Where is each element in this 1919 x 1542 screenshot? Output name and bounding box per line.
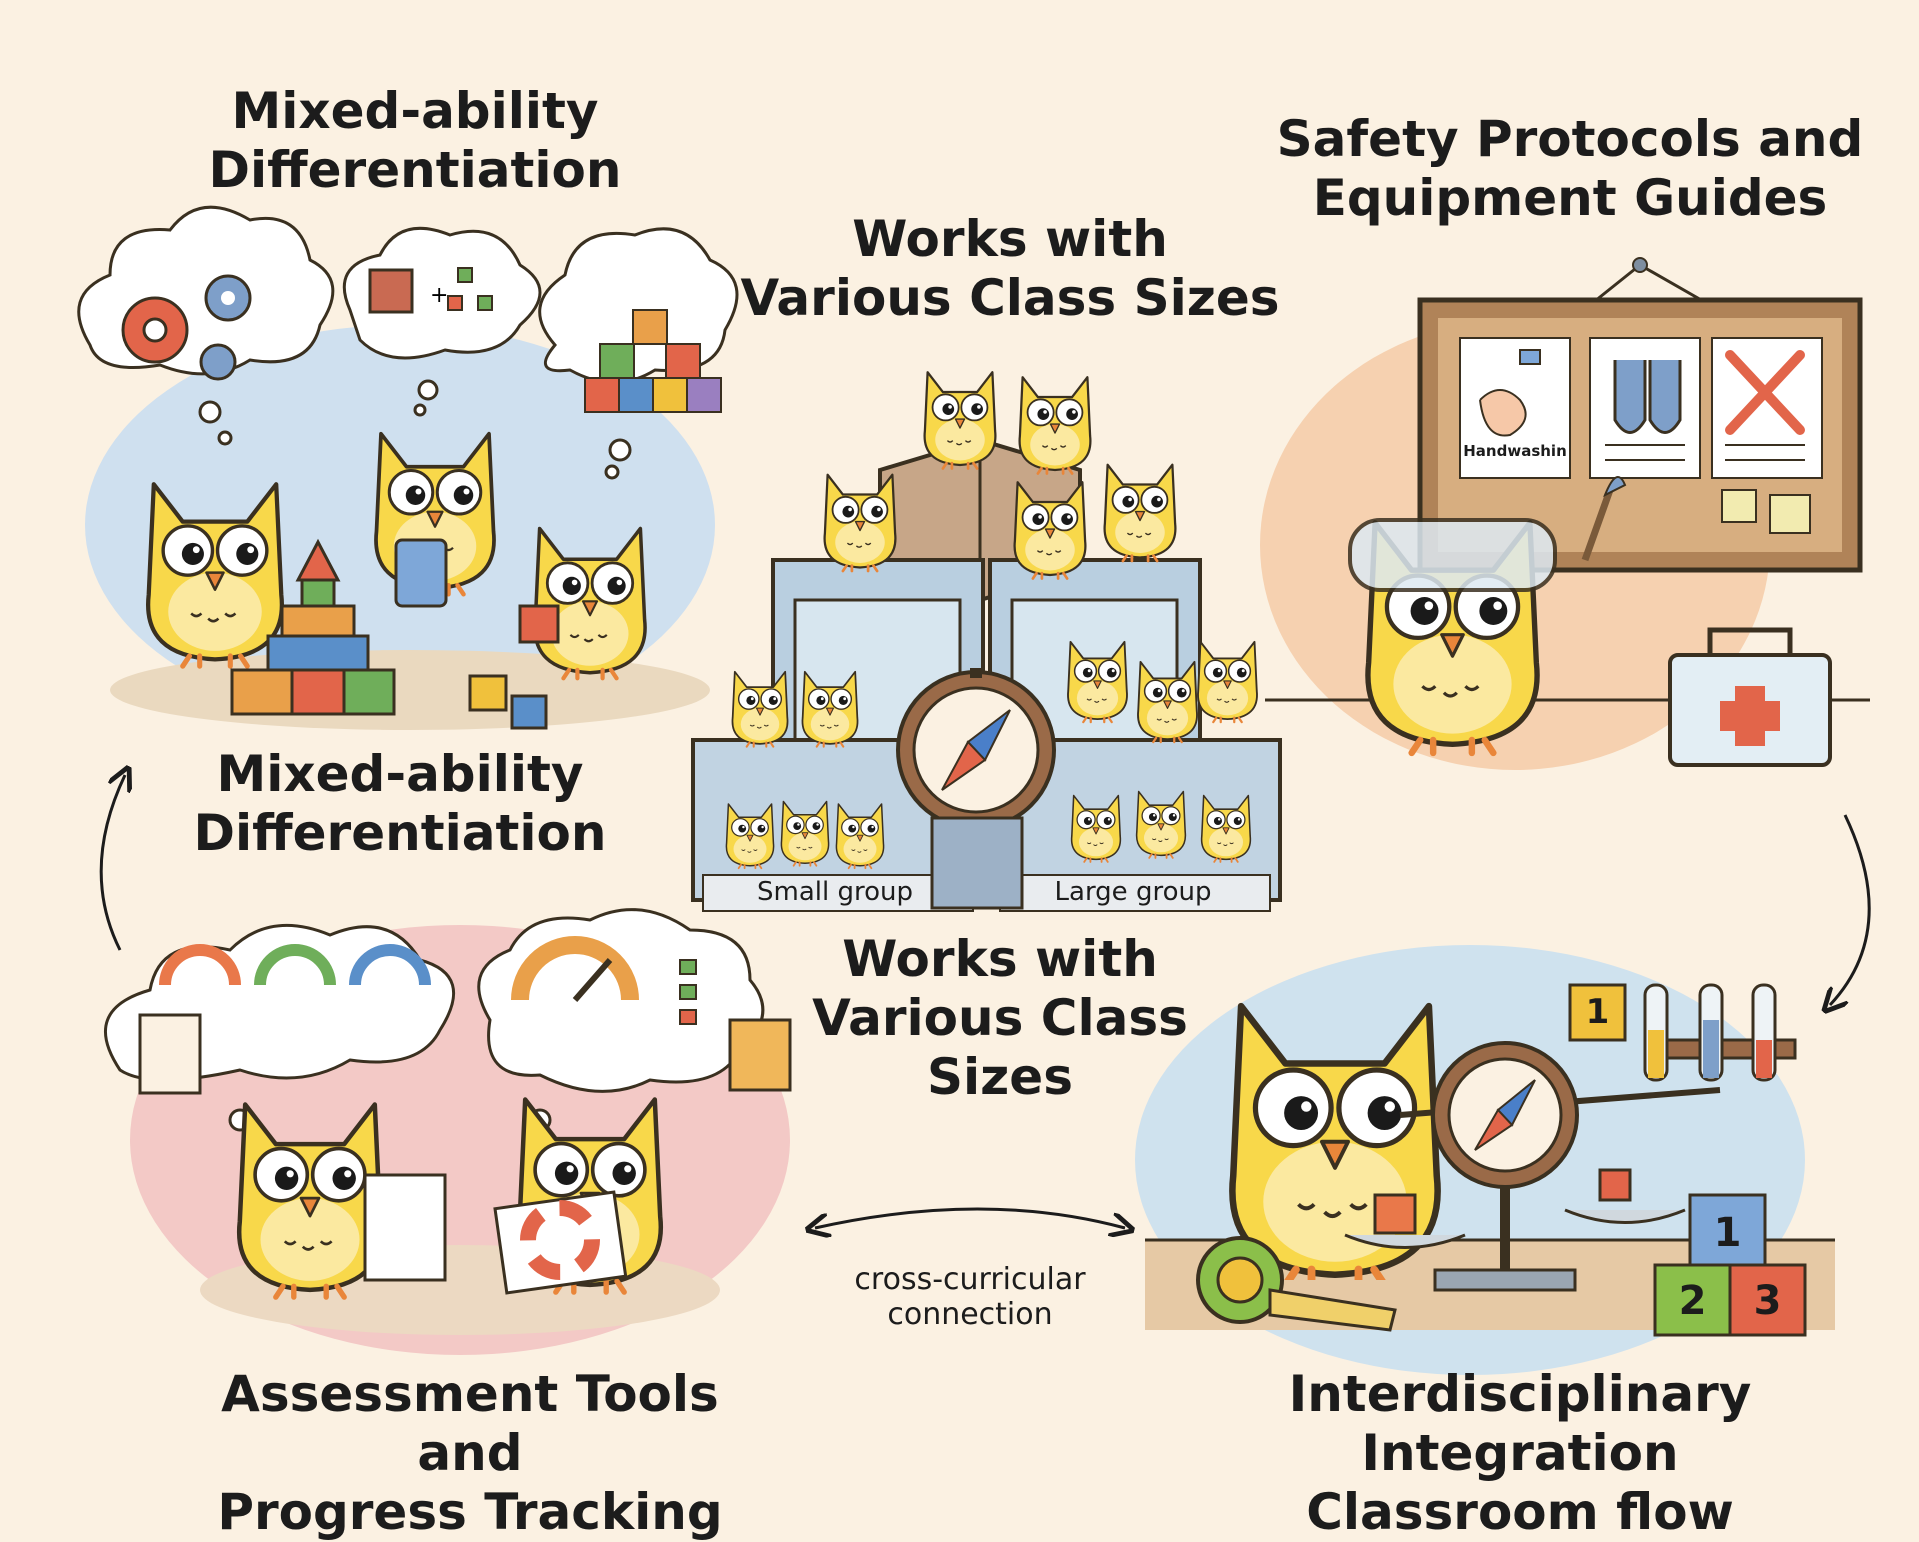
block-number: 2 xyxy=(1678,1278,1707,1324)
number-block xyxy=(1568,983,1627,1042)
label-cross-curricular: cross-curricular connection xyxy=(800,1262,1140,1333)
gauge-icon xyxy=(511,936,639,1001)
label-line: Assessment Tools and xyxy=(221,1365,719,1482)
number-block xyxy=(1728,1263,1807,1337)
label-small-group: Small group xyxy=(757,877,913,907)
safety-scene xyxy=(1260,257,1870,770)
tablet-icon xyxy=(394,538,448,608)
gear-icon xyxy=(199,343,237,381)
block-number: 1 xyxy=(1713,1210,1742,1256)
label-safety: Safety Protocols and Equipment Guides xyxy=(1240,110,1900,228)
tape-measure-icon xyxy=(1196,1236,1397,1332)
thought-cloud-blocks xyxy=(538,227,739,480)
folder-icon xyxy=(728,1018,792,1092)
thought-cloud-gears xyxy=(77,205,335,446)
label-line: Works with xyxy=(842,930,1158,988)
label-line: Equipment Guides xyxy=(1312,169,1828,227)
label-line: connection xyxy=(887,1297,1053,1333)
label-line: Interdisciplinary Integration xyxy=(1288,1365,1752,1482)
arrow-double xyxy=(815,1207,1125,1228)
block-tower xyxy=(230,538,560,730)
owl-character xyxy=(731,670,789,748)
label-line: Works with xyxy=(852,210,1168,268)
label-line: Safety Protocols and xyxy=(1276,110,1864,168)
flow-arrows xyxy=(99,775,1871,1228)
label-line: Various Class Sizes xyxy=(740,269,1280,327)
label-assessment: Assessment Tools and Progress Tracking xyxy=(160,1365,780,1542)
label-line: Various Class xyxy=(812,989,1188,1047)
label-handwashing-poster: Handwashin xyxy=(1463,442,1567,460)
label-mixed-ability-bottom: Mixed-ability Differentiation xyxy=(170,745,630,863)
block-number: 1 xyxy=(1585,992,1610,1032)
owl-character xyxy=(1196,640,1259,724)
label-class-sizes-top: Works with Various Class Sizes xyxy=(690,210,1330,328)
color-wheel-icon xyxy=(520,1200,600,1280)
balance-scale-icon xyxy=(1344,1041,1721,1292)
owl-character xyxy=(923,370,997,470)
thought-cloud-puzzle: + xyxy=(342,226,542,417)
label-line: Progress Tracking xyxy=(217,1483,723,1541)
owl-character xyxy=(1018,375,1092,475)
checklist-icon xyxy=(679,959,697,975)
assessment-scene xyxy=(104,908,792,1355)
progress-arc-icon xyxy=(254,944,336,986)
arrow-up-left xyxy=(99,775,125,951)
diagram-canvas: + xyxy=(77,82,1900,1541)
number-block xyxy=(1653,1263,1732,1337)
interdisciplinary-scene xyxy=(1135,945,1835,1375)
gloves-icon xyxy=(1613,360,1682,434)
label-interdisciplinary: Interdisciplinary Integration Classroom … xyxy=(1140,1365,1900,1542)
svg-text:+: + xyxy=(430,283,448,308)
illustration-layer: + xyxy=(77,205,1871,1375)
label-large-group: Large group xyxy=(1054,877,1212,907)
goggles-icon xyxy=(1348,518,1557,592)
number-block xyxy=(1688,1193,1767,1272)
tools-icon xyxy=(1725,350,1805,435)
label-line: Mixed-ability xyxy=(216,745,584,803)
owl-character xyxy=(823,473,897,573)
block-number: 3 xyxy=(1753,1278,1782,1324)
label-line: Classroom flow xyxy=(1306,1483,1734,1541)
clipboard-icon xyxy=(363,1173,447,1282)
cube-icon xyxy=(368,268,414,314)
clipboard-icon xyxy=(138,1013,202,1095)
compass-icon xyxy=(896,668,1056,910)
label-line: Mixed-ability xyxy=(231,82,599,140)
label-mixed-ability-top: Mixed-ability Differentiation xyxy=(160,82,670,200)
test-tubes-icon xyxy=(1643,983,1797,1082)
label-line: Differentiation xyxy=(208,141,622,199)
first-aid-kit-icon xyxy=(1668,627,1832,767)
mixed-ability-scene: + xyxy=(77,205,739,730)
label-line: Differentiation xyxy=(193,804,607,862)
progress-arc-icon xyxy=(159,944,241,986)
label-line: Sizes xyxy=(927,1048,1073,1106)
gloves-poster xyxy=(1589,337,1701,479)
class-sizes-scene xyxy=(691,370,1282,912)
label-class-sizes-bottom: Works with Various Class Sizes xyxy=(790,930,1210,1107)
owl-character xyxy=(1103,463,1177,563)
progress-arc-icon xyxy=(349,944,431,986)
label-line: cross-curricular xyxy=(854,1262,1086,1297)
arrow-down-right xyxy=(1830,814,1871,1005)
